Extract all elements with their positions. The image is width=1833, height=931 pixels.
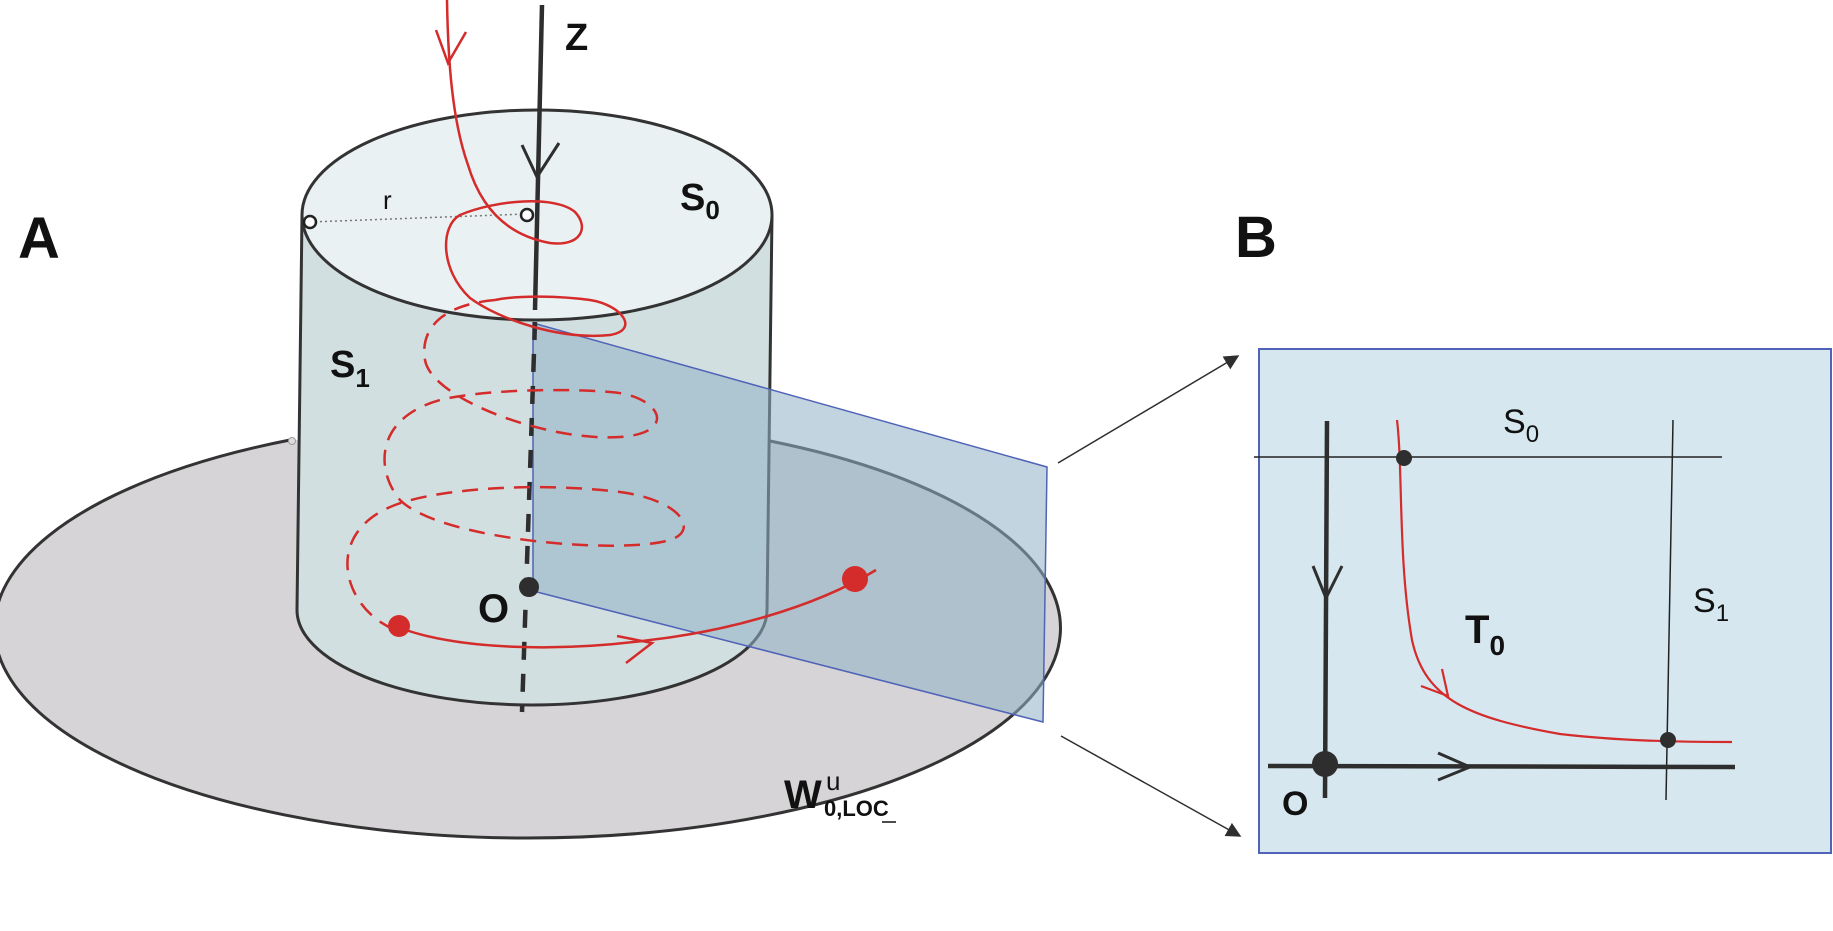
side-section-subscript-b: 1	[1716, 600, 1729, 627]
radius-endpoint-outer	[302, 214, 318, 230]
hidden-spiral	[346, 298, 685, 634]
zoom-arrow-top	[1057, 355, 1240, 464]
top-section-subscript: 0	[705, 195, 719, 225]
manifold-label: W	[784, 773, 822, 817]
map-subscript: 0	[1489, 630, 1505, 661]
axis-label: Z	[565, 17, 588, 59]
origin-point-b	[1312, 751, 1338, 777]
outgoing-trajectory	[399, 568, 877, 649]
disk-edge-marker	[288, 437, 296, 445]
radius-endpoint-inner	[519, 207, 535, 223]
map-label: T0	[1465, 608, 1505, 661]
radius-line	[309, 213, 527, 223]
top-section-symbol-b: S	[1503, 403, 1526, 441]
panel-b: B S0 S1 T0 O	[1235, 205, 1832, 854]
side-section-symbol: S	[330, 344, 355, 386]
top-section-label-b: S0	[1503, 403, 1539, 448]
cross-section-plane	[532, 322, 1048, 723]
side-section-subscript: 1	[355, 363, 369, 393]
stable-axis	[1322, 420, 1330, 799]
map-trajectory-arrow	[1420, 668, 1450, 698]
panel-label-b: B	[1235, 205, 1277, 270]
top-section-symbol: S	[680, 177, 705, 219]
trajectory-point-start	[388, 615, 410, 637]
intersection-s0	[1396, 450, 1412, 466]
unstable-axis-arrow	[1437, 751, 1474, 782]
map-symbol: T	[1465, 608, 1489, 652]
side-section-label-b: S1	[1693, 582, 1729, 627]
panel-a: A Z r S0 S1 O W u 0,LOC	[0, 0, 1062, 840]
zoom-arrow-bottom	[1060, 735, 1242, 837]
radius-label: r	[383, 185, 392, 215]
top-section-subscript-b: 0	[1526, 421, 1539, 448]
zoom-box	[1258, 348, 1832, 854]
origin-label-b: O	[1282, 785, 1308, 823]
z-axis-arrow	[520, 142, 561, 181]
stable-axis-arrow	[1311, 565, 1344, 602]
z-axis	[532, 4, 545, 311]
top-section-label: S0	[680, 177, 720, 225]
intersection-s1	[1660, 732, 1676, 748]
manifold-superscript: u	[826, 766, 840, 796]
equilibrium-point	[519, 577, 539, 597]
outgoing-trajectory-arrow	[616, 634, 655, 664]
incoming-trajectory	[444, 0, 627, 337]
panel-label-a: A	[18, 206, 60, 271]
side-section-symbol-b: S	[1693, 582, 1716, 620]
unstable-axis	[1267, 763, 1736, 770]
side-section-label: S1	[330, 344, 370, 393]
origin-label-a: O	[478, 587, 509, 631]
incoming-trajectory-arrow	[434, 29, 468, 66]
manifold-subscript: 0,LOC	[824, 796, 889, 821]
map-trajectory	[1395, 419, 1733, 744]
trajectory-point-end	[842, 566, 868, 592]
